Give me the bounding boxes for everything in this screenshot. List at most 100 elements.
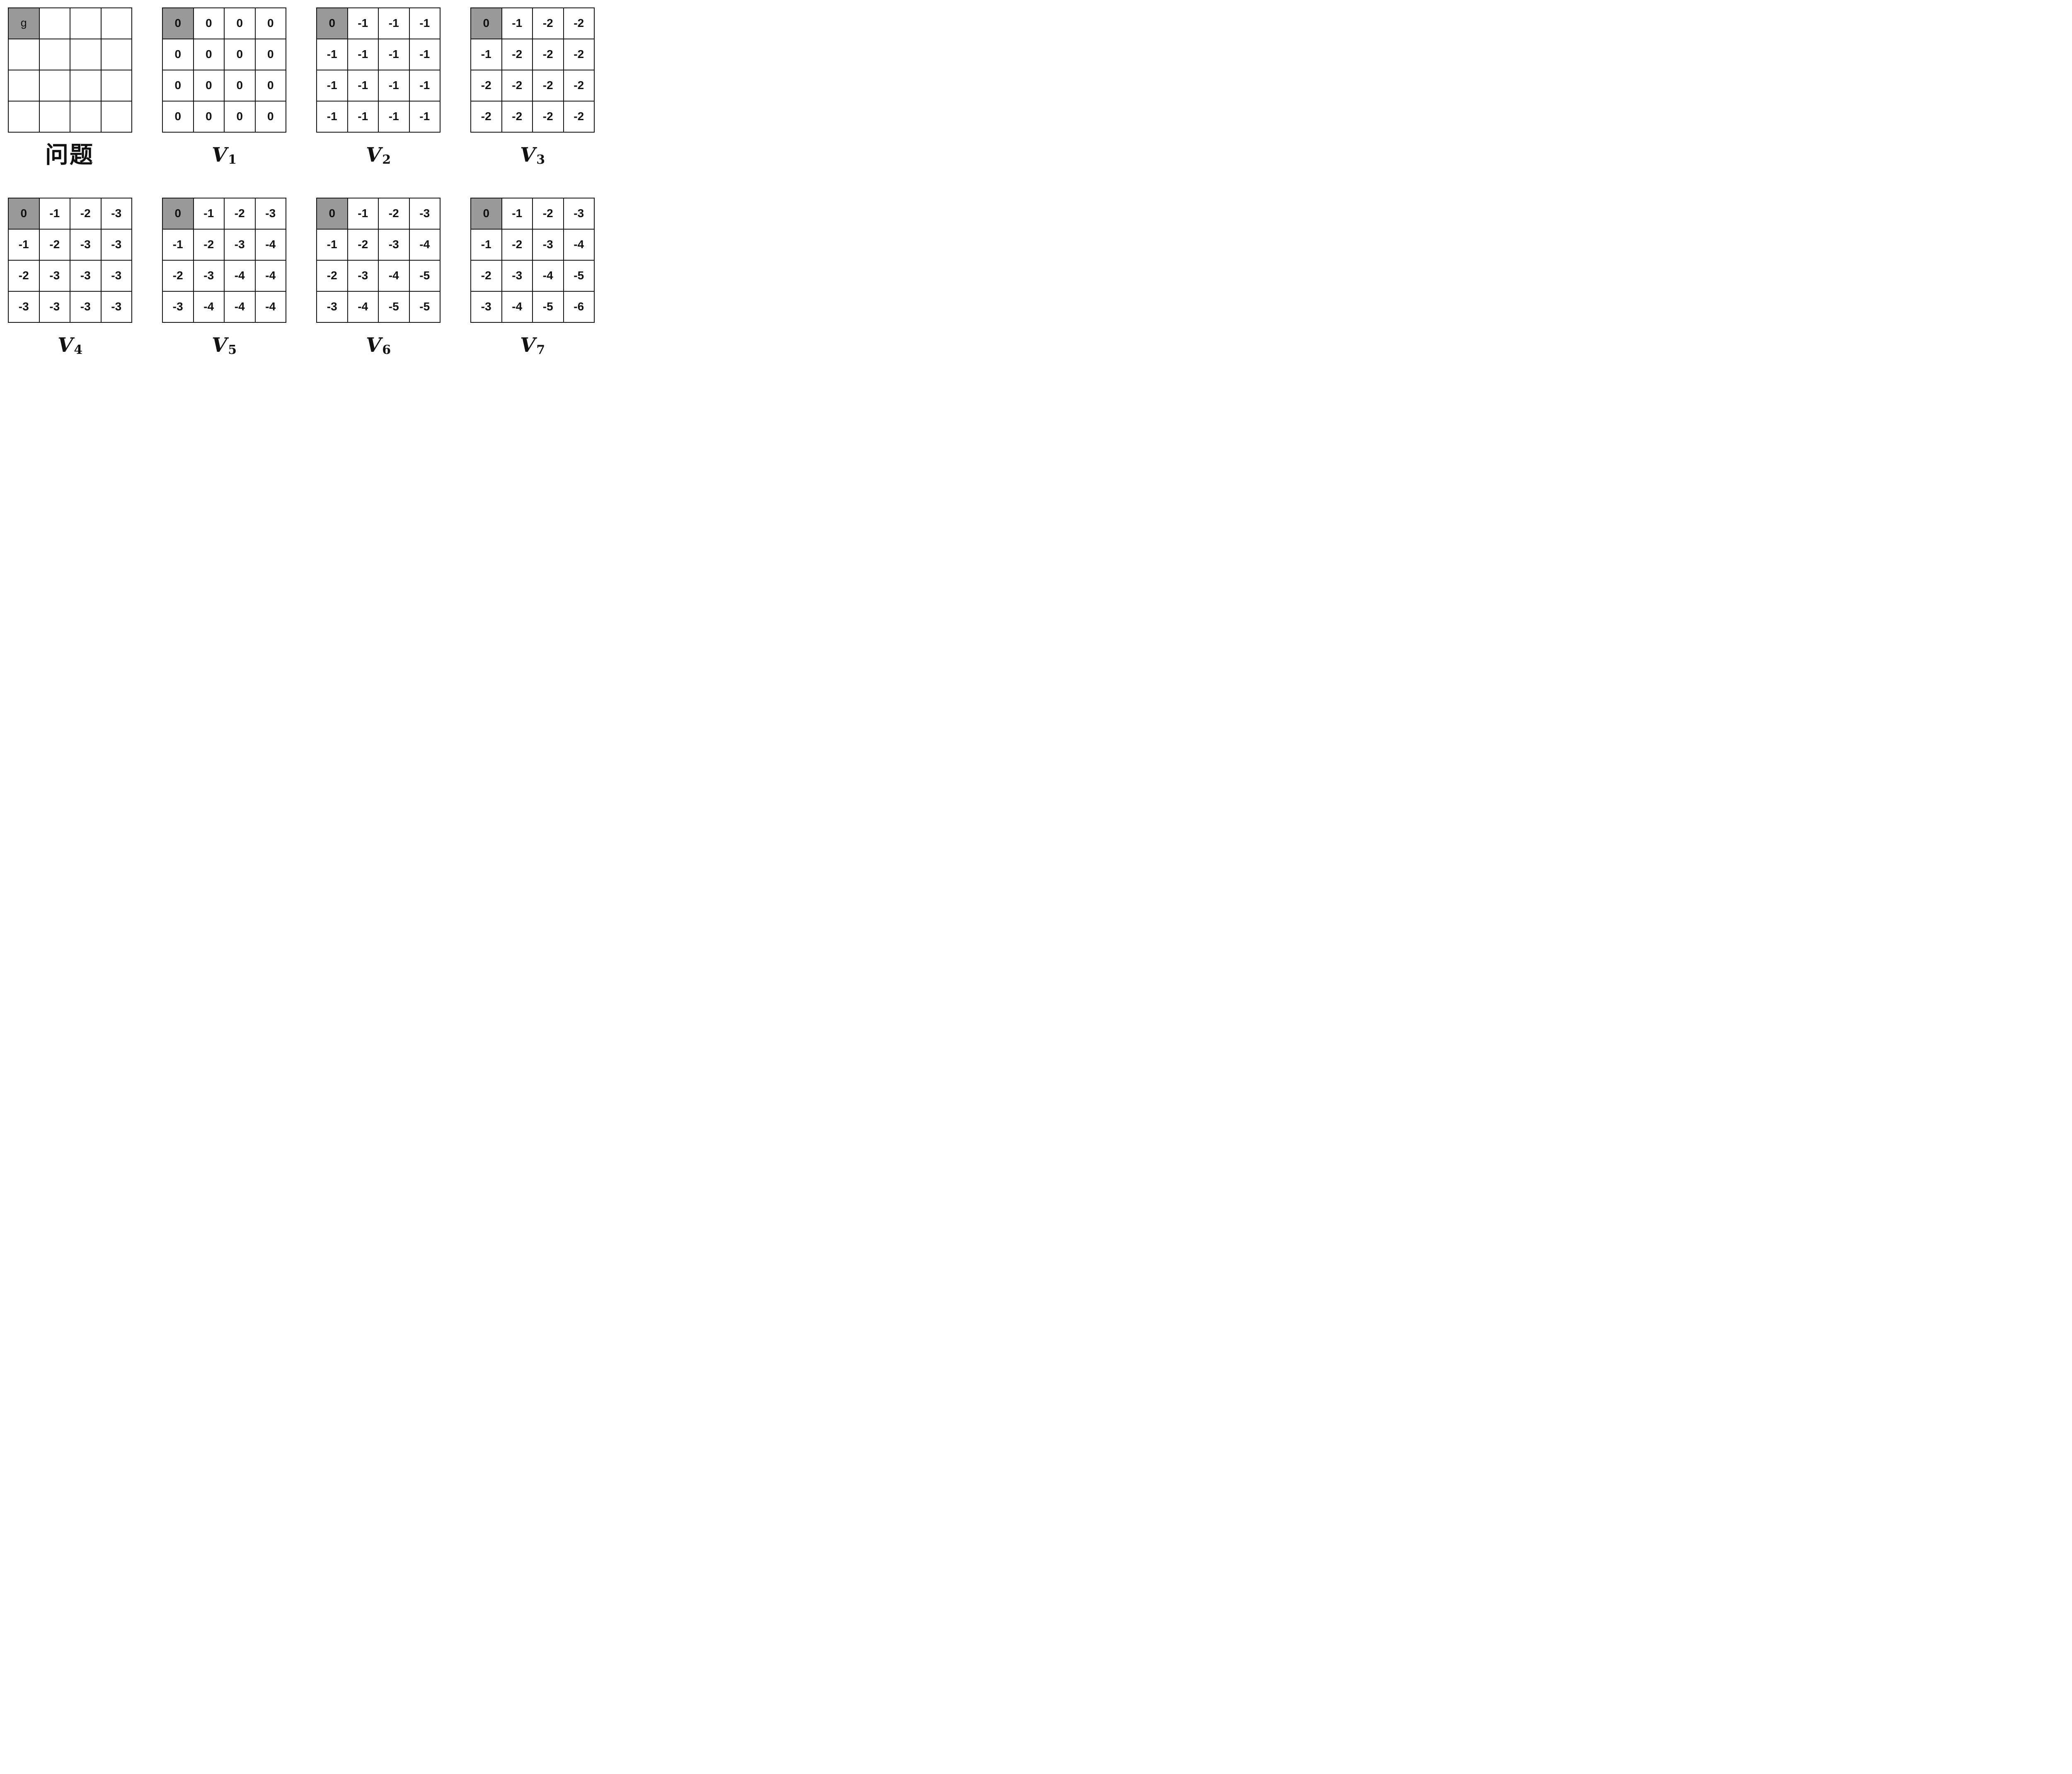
grid-cell: -1 [379, 8, 409, 39]
grid-cell: 0 [194, 102, 224, 132]
goal-cell: 0 [9, 198, 39, 229]
label-text: V [57, 334, 73, 357]
goal-cell: 0 [317, 8, 347, 39]
grid-cell [39, 8, 70, 39]
grid-cell: -5 [564, 261, 594, 291]
grid-label-problem: 问题 [45, 138, 95, 172]
grid-cell: 0 [163, 70, 193, 101]
grid-cell: 0 [194, 39, 224, 70]
grid-cell [9, 70, 39, 101]
grid-cell [101, 70, 131, 101]
grid-cell: -1 [379, 70, 409, 101]
goal-cell: 0 [163, 198, 193, 229]
grid-v6: 0-1-2-3-1-2-3-4-2-3-4-5-3-4-5-5 [316, 198, 441, 323]
grid-cell: -5 [379, 292, 409, 322]
grid-cell: -3 [101, 292, 131, 322]
grid-cell: -3 [70, 292, 101, 322]
grid-cell: -2 [379, 198, 409, 229]
grid-cell: -3 [9, 292, 39, 322]
grid-cell: 0 [163, 39, 193, 70]
grid-cell: -4 [409, 230, 440, 260]
grid-cell: -2 [533, 8, 563, 39]
label-text: V [211, 143, 228, 167]
grid-cell: -3 [101, 230, 131, 260]
grid-cell: -1 [379, 102, 409, 132]
label-subscript: 4 [74, 343, 83, 357]
grid-cell: -2 [502, 102, 532, 132]
grid-cell [70, 70, 101, 101]
grid-cell: -3 [317, 292, 347, 322]
grid-cell: -1 [348, 102, 378, 132]
grid-cell: -4 [502, 292, 532, 322]
grid-cell: -3 [471, 292, 501, 322]
grid-cell: -1 [39, 198, 70, 229]
grid-cell: -2 [533, 70, 563, 101]
grid-cell: -1 [9, 230, 39, 260]
grid-cell: -3 [101, 261, 131, 291]
grid-cell: -1 [502, 8, 532, 39]
grid-cell: -4 [564, 230, 594, 260]
grid-cell: -3 [379, 230, 409, 260]
grid-cell: -5 [409, 261, 440, 291]
grid-cell: -1 [471, 230, 501, 260]
grid-cell: -4 [255, 230, 286, 260]
grid-cell: -4 [533, 261, 563, 291]
grid-cell: -2 [163, 261, 193, 291]
grid-cell: -3 [409, 198, 440, 229]
grid-v5: 0-1-2-3-1-2-3-4-2-3-4-4-3-4-4-4 [162, 198, 286, 323]
grid-cell: -2 [564, 70, 594, 101]
grid-cell: -1 [348, 70, 378, 101]
grid-v7: 0-1-2-3-1-2-3-4-2-3-4-5-3-4-5-6 [470, 198, 595, 323]
label-subscript: 1 [228, 152, 237, 167]
grid-v3: 0-1-2-2-1-2-2-2-2-2-2-2-2-2-2-2 [470, 7, 595, 133]
grid-cell: 0 [163, 102, 193, 132]
grid-cell: -1 [409, 70, 440, 101]
grid-cell: -4 [255, 292, 286, 322]
grid-cell: -1 [348, 39, 378, 70]
grid-cell: 0 [255, 39, 286, 70]
grid-cell: 0 [225, 8, 255, 39]
grid-cell: -1 [194, 198, 224, 229]
grid-cell: -3 [194, 261, 224, 291]
grid-cell: -3 [39, 292, 70, 322]
grid-cell: -2 [533, 39, 563, 70]
grid-cell: -2 [564, 102, 594, 132]
grid-cell: -3 [163, 292, 193, 322]
label-text: V [520, 143, 536, 167]
grid-cell [39, 70, 70, 101]
label-text: V [520, 334, 536, 357]
grid-cell: -2 [194, 230, 224, 260]
grid-cell: -3 [70, 261, 101, 291]
grid-cell: -4 [255, 261, 286, 291]
grid-cell: -2 [9, 261, 39, 291]
grid-cell: 0 [225, 70, 255, 101]
grid-cell: -2 [348, 230, 378, 260]
grid-cell: -2 [39, 230, 70, 260]
grid-cell [39, 39, 70, 70]
grid-cell [70, 8, 101, 39]
label-text: 问题 [45, 141, 94, 169]
grid-cell: -3 [533, 230, 563, 260]
grid-cell: 0 [194, 70, 224, 101]
goal-cell: 0 [163, 8, 193, 39]
grid-cell: -2 [564, 8, 594, 39]
label-text: V [366, 334, 382, 357]
grid-cell: 0 [194, 8, 224, 39]
grid-cell: -1 [317, 39, 347, 70]
goal-cell: g [9, 8, 39, 39]
grid-unit-problem: g 问题 [8, 7, 132, 172]
